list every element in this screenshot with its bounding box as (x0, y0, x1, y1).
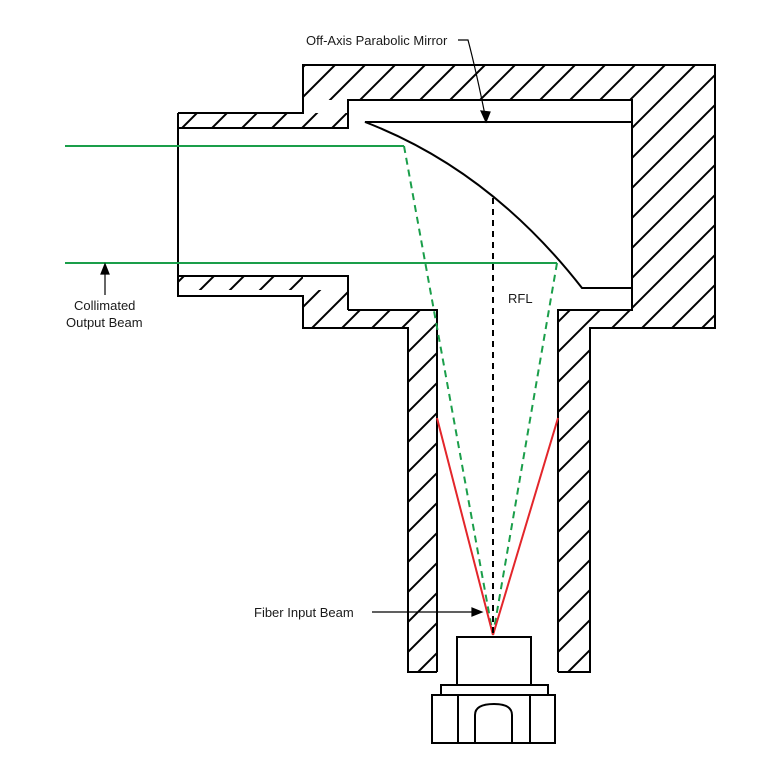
hatch-stroke (0, 0, 40, 780)
parabolic-mirror (364, 121, 633, 289)
mirror-label: Off-Axis Parabolic Mirror (306, 33, 448, 48)
hatch-stroke (178, 65, 221, 672)
hatch-stroke (178, 65, 431, 672)
hatch-stroke (178, 65, 371, 672)
hatch-stroke (760, 0, 780, 780)
hatch-stroke (178, 65, 715, 672)
hatch-stroke (429, 65, 715, 672)
collimated-label-line2: Output Beam (66, 315, 143, 330)
hatch-stroke (178, 65, 715, 672)
hatch-stroke (178, 65, 641, 672)
hatch-stroke (669, 65, 715, 672)
hatch-stroke (178, 65, 311, 672)
hatch-stroke (178, 65, 715, 672)
collimated-label-line1: Collimated (74, 298, 135, 313)
hatch-stroke (369, 65, 715, 672)
hatch-stroke (178, 65, 521, 672)
hatch-stroke (178, 65, 491, 672)
hatch-stroke (549, 65, 715, 672)
hatch-stroke (178, 65, 671, 672)
hatch-stroke (178, 65, 281, 672)
rfl-label: RFL (508, 291, 533, 306)
hatch-stroke (0, 0, 10, 780)
hatch-stroke (639, 65, 715, 672)
collimated-leader (100, 262, 110, 295)
hatch-stroke (309, 65, 715, 672)
fiber-input-label: Fiber Input Beam (254, 605, 354, 620)
hatch-stroke (178, 65, 715, 672)
mirror-leader (458, 39, 491, 124)
hatch-stroke (489, 65, 715, 672)
hatch-stroke (579, 65, 715, 672)
hatch-stroke (178, 65, 341, 672)
hatch-stroke (699, 65, 715, 672)
fiber-connector (431, 636, 556, 744)
hatch-stroke (178, 65, 461, 672)
fiber-input-beam (436, 417, 559, 636)
hatch-stroke (0, 0, 100, 780)
hatch-stroke (0, 0, 130, 780)
hatch-stroke (0, 0, 160, 780)
fiber-leader (372, 607, 484, 617)
hatch-stroke (178, 65, 401, 672)
hatch-stroke (178, 65, 251, 672)
hatch-stroke (609, 65, 715, 672)
hatch-stroke (0, 0, 70, 780)
hatch-stroke (178, 65, 701, 672)
hatch-stroke (730, 0, 780, 780)
hatch-stroke (178, 65, 191, 672)
hatch-stroke (178, 65, 715, 672)
hatch-stroke (178, 65, 715, 672)
collimated-beam (65, 145, 558, 636)
